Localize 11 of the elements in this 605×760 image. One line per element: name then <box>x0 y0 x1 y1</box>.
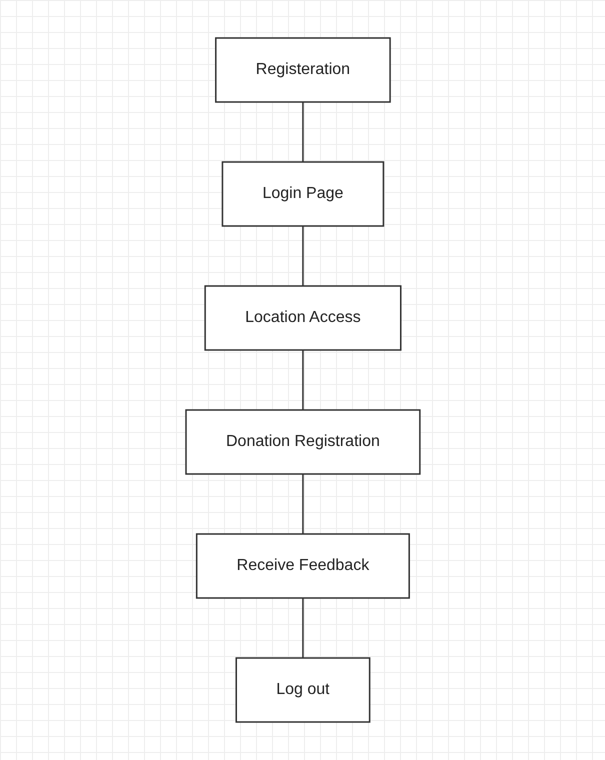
connector <box>302 474 304 534</box>
connector <box>302 102 304 162</box>
node-box: Log out <box>235 657 370 723</box>
node-box: Login Page <box>221 161 384 227</box>
node-box: Registeration <box>214 37 390 103</box>
node-box: Donation Registration <box>184 409 420 475</box>
connector <box>302 226 304 286</box>
node-box: Location Access <box>204 285 402 351</box>
node-box: Receive Feedback <box>196 533 410 599</box>
connector <box>302 350 304 410</box>
connector <box>302 598 304 658</box>
